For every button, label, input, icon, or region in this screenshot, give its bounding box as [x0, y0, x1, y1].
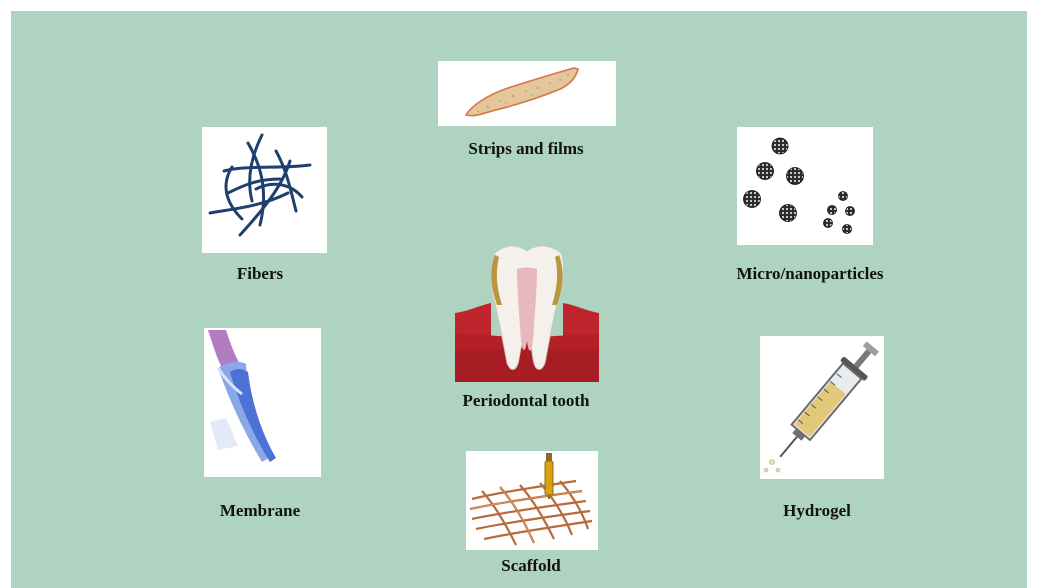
syringe-icon [760, 336, 884, 479]
strip-film-icon [438, 61, 616, 126]
membrane-icon [204, 328, 321, 477]
periodontal-tooth-icon [455, 241, 599, 382]
fibers-icon [202, 127, 327, 253]
membrane-image [204, 328, 321, 477]
hydrogel-label: Hydrogel [783, 501, 851, 521]
periodontal-tooth-label: Periodontal tooth [462, 391, 589, 411]
strips-films-label: Strips and films [468, 139, 583, 159]
fibers-image [202, 127, 327, 253]
strip-film-image [438, 61, 616, 126]
scaffold-label: Scaffold [501, 556, 561, 576]
particles-label: Micro/nanoparticles [737, 264, 884, 284]
hydrogel-image [760, 336, 884, 479]
tooth-image [455, 241, 599, 382]
membrane-label: Membrane [220, 501, 300, 521]
scaffold-icon [466, 451, 598, 550]
particles-icon [737, 127, 873, 245]
scaffold-image [466, 451, 598, 550]
fibers-label: Fibers [237, 264, 283, 284]
particles-image [737, 127, 873, 245]
